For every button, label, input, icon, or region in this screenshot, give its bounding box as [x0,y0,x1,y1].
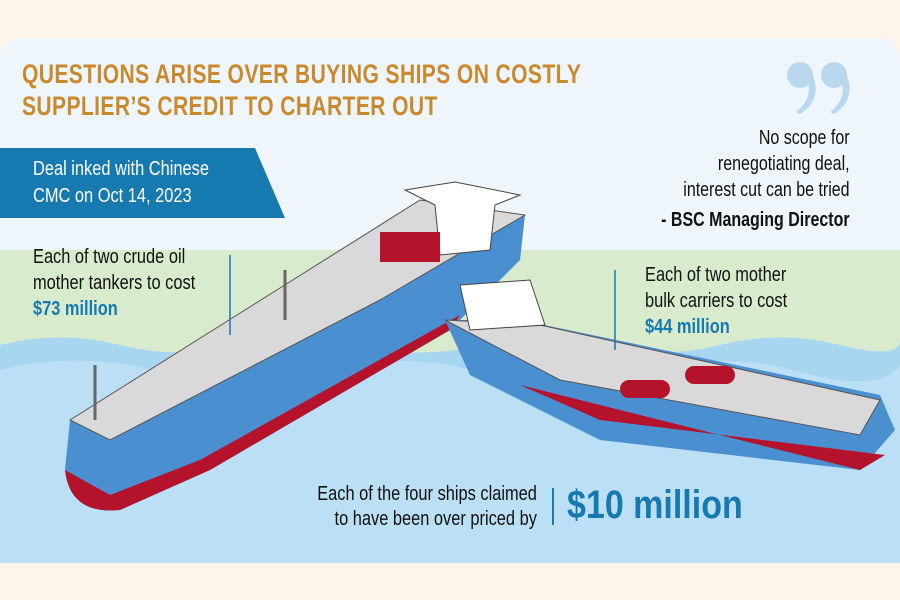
quote-source: - BSC Managing Director [661,209,850,231]
headline: QUESTIONS ARISE OVER BUYING SHIPS ON COS… [22,58,581,122]
bulk-price: $44 million [645,316,730,338]
deal-banner-text: Deal inked with Chinese CMC on Oct 14, 2… [33,156,209,210]
quote-line-1: No scope for [759,127,850,149]
quote: No scope for renegotiating deal, interes… [662,125,850,233]
deal-banner [0,148,285,218]
overprice-amount: $10 million [567,483,743,527]
tanker-label: Each of two crude oil mother tankers to … [33,244,195,322]
bulk-label: Each of two mother bulk carriers to cost… [645,262,787,340]
tanker-line-1: Each of two crude oil [33,246,186,268]
deal-line-2: CMC on Oct 14, 2023 [33,185,192,207]
overprice-line-1: Each of the four ships claimed [317,483,537,505]
tanker-price: $73 million [33,298,118,320]
quote-line-3: interest cut can be tried [683,179,850,201]
quote-line-2: renegotiating deal, [718,153,850,175]
overprice-line-2: to have been over priced by [334,508,537,530]
quotation-mark-icon [787,62,850,114]
crude-oil-tanker-ship [65,181,527,511]
deal-line-1: Deal inked with Chinese [33,158,209,180]
headline-line-1: QUESTIONS ARISE OVER BUYING SHIPS ON COS… [22,59,582,89]
bulk-line-1: Each of two mother [645,264,787,286]
tanker-line-2: mother tankers to cost [33,272,196,294]
overprice-label: Each of the four ships claimed to have b… [317,482,537,532]
bulk-line-2: bulk carriers to cost [645,290,788,312]
headline-line-2: SUPPLIER’S CREDIT TO CHARTER OUT [22,91,438,121]
bulk-carrier-ship [444,279,895,470]
